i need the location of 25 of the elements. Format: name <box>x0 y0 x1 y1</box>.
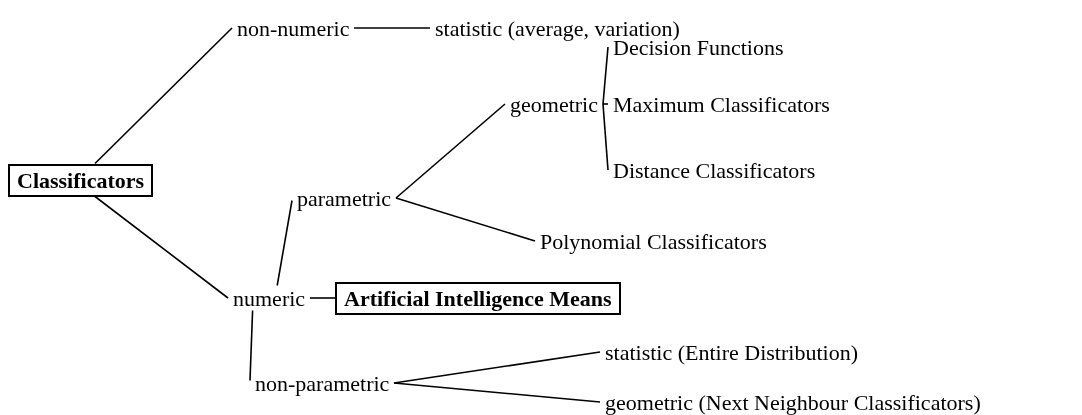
branch-label: geometric (Next Neighbour Classificators) <box>600 389 986 415</box>
boxed-label: Artificial Intelligence Means <box>335 281 621 315</box>
branch-label: non-numeric <box>232 15 355 41</box>
connector-line <box>353 27 431 29</box>
branch-label: statistic (Entire Distribution) <box>600 339 863 365</box>
branch-label: numeric <box>228 285 311 311</box>
branch-label: Polynomial Classificators <box>535 228 772 254</box>
connector-line <box>602 46 609 105</box>
connector-line <box>395 103 506 199</box>
connector-line <box>249 309 254 382</box>
connector-line <box>94 27 233 165</box>
branch-label: Distance Classificators <box>608 157 821 183</box>
connector-line <box>309 297 336 299</box>
branch-label: geometric <box>505 91 603 117</box>
branch-label: parametric <box>292 185 397 211</box>
boxed-label: Classificators <box>8 163 154 197</box>
connector-line <box>602 103 609 171</box>
branch-label: non-parametric <box>250 370 395 396</box>
branch-label: statistic (average, variation) <box>430 15 685 41</box>
connector-line <box>393 382 601 403</box>
branch-label: Maximum Classificators <box>608 91 835 117</box>
connector-line <box>395 197 536 242</box>
connector-line <box>276 199 293 287</box>
connector-line <box>602 103 609 105</box>
connector-line <box>94 195 229 299</box>
